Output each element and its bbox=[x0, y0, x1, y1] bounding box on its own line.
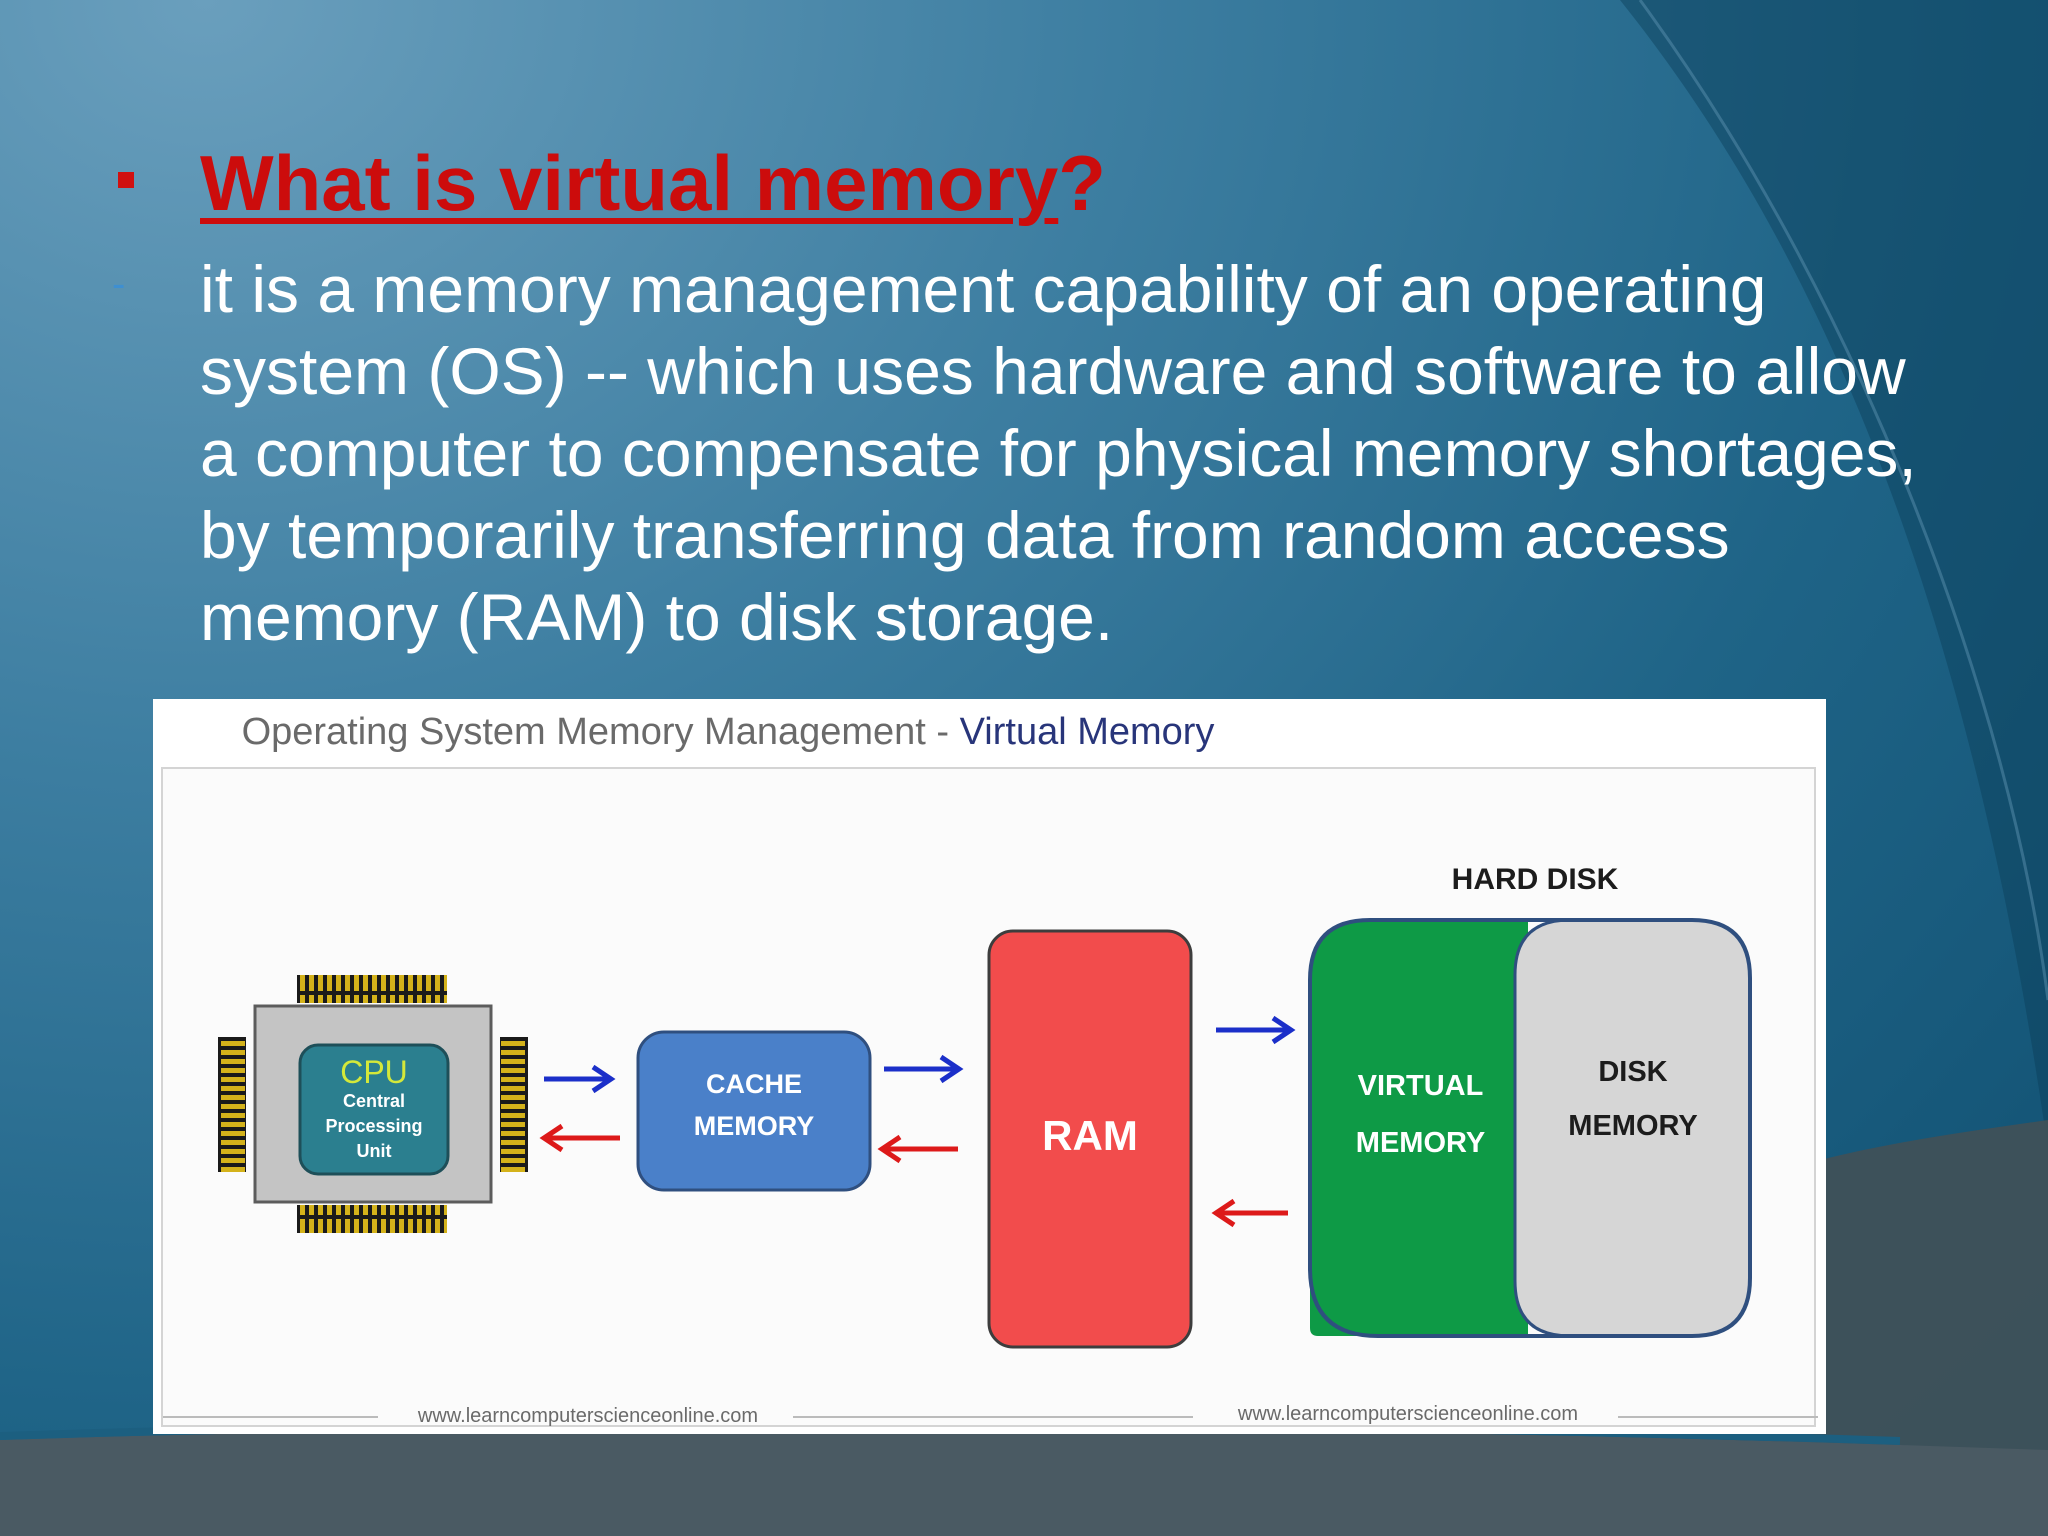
cpu-line-3: Unit bbox=[356, 1141, 392, 1161]
figure-title: Operating System Memory Management - Vir… bbox=[153, 711, 1303, 754]
arrow-cache-to-cpu bbox=[539, 1123, 620, 1153]
virtual-memory-line-1: VIRTUAL bbox=[1357, 1070, 1484, 1102]
figure-title-accent: Virtual Memory bbox=[959, 711, 1215, 753]
arrow-virtual-to-ram bbox=[1211, 1198, 1288, 1228]
arrow-cpu-to-cache bbox=[544, 1064, 616, 1094]
hard-disk bbox=[1308, 918, 1752, 1338]
cpu-chip bbox=[218, 975, 528, 1233]
disk-memory-line-1: DISK bbox=[1598, 1056, 1668, 1088]
hard-disk-label: HARD DISK bbox=[1451, 863, 1619, 896]
cache-line-1: CACHE bbox=[705, 1069, 802, 1099]
figure-title-prefix: Operating System Memory Management - bbox=[241, 711, 960, 753]
slide-title-underlined: What is virtual memory bbox=[200, 139, 1059, 227]
cpu-line-2: Processing bbox=[325, 1116, 423, 1136]
cache-line-2: MEMORY bbox=[693, 1111, 815, 1141]
disk-memory-line-2: MEMORY bbox=[1568, 1110, 1698, 1142]
cpu-line-1: Central bbox=[342, 1091, 405, 1111]
slide-title: What is virtual memory? bbox=[200, 138, 1106, 228]
diagram-shapes bbox=[163, 918, 1818, 1418]
diagram-panel: CPU Central Processing Unit CACHE MEMORY… bbox=[161, 767, 1818, 1427]
ram-box bbox=[987, 929, 1193, 1349]
cpu-label: CPU bbox=[340, 1054, 408, 1090]
arrow-cache-to-ram bbox=[884, 1054, 964, 1084]
memory-management-figure: Operating System Memory Management - Vir… bbox=[153, 699, 1826, 1434]
bullet-dash: - bbox=[112, 262, 126, 306]
watermark-left: www.learncomputerscienceonline.com bbox=[417, 1405, 759, 1427]
cache-box bbox=[636, 1030, 872, 1192]
slide-body-text: it is a memory management capability of … bbox=[200, 252, 1917, 654]
virtual-memory-line-2: MEMORY bbox=[1355, 1127, 1486, 1159]
arrow-ram-to-cache bbox=[877, 1134, 958, 1164]
ram-label: RAM bbox=[1042, 1112, 1138, 1159]
watermark-right: www.learncomputerscienceonline.com bbox=[1237, 1403, 1579, 1425]
arrow-ram-to-virtual bbox=[1216, 1015, 1296, 1045]
bullet-square bbox=[118, 172, 134, 188]
slide-title-question-mark: ? bbox=[1058, 139, 1106, 227]
